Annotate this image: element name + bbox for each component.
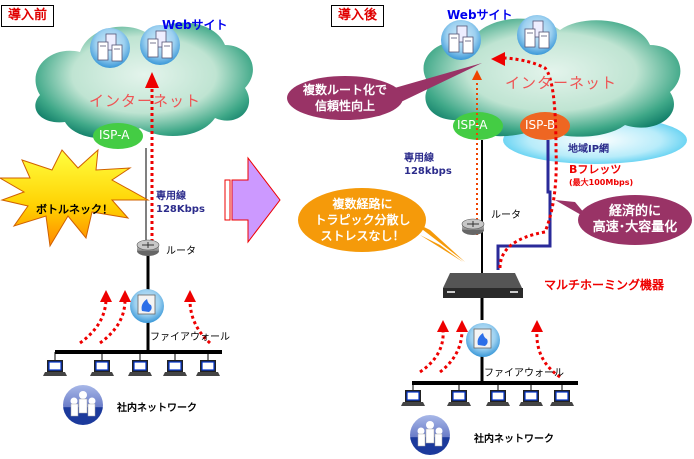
before-users-icon bbox=[62, 384, 104, 426]
before-pc-icon-2 bbox=[89, 359, 115, 377]
flets-speed-label: (最大100Mbps) bbox=[569, 178, 634, 187]
after-router-icon bbox=[461, 218, 485, 236]
after-isp-b-oval bbox=[520, 112, 570, 140]
after-line-label-2: 128kbps bbox=[404, 166, 452, 177]
after-pc-icon-2 bbox=[446, 389, 472, 407]
after-internet-label: インターネット bbox=[505, 74, 618, 92]
bubble-traffic-text: 複数経路に トラピック分散し ストレスなし！ bbox=[305, 196, 420, 244]
after-isp-a-oval bbox=[453, 112, 503, 140]
bubble-economy-line-1: 経済的に bbox=[608, 204, 661, 219]
before-router-label: ルータ bbox=[166, 246, 196, 257]
after-firewall-icon bbox=[465, 322, 501, 358]
bubble-reliability-line-1: 複数ルート化で bbox=[302, 83, 387, 97]
multihoming-device-icon bbox=[443, 273, 523, 298]
after-lan-traffic-arrows bbox=[419, 329, 561, 379]
bubble-traffic-line-1: 複数経路に bbox=[332, 197, 393, 211]
bubble-economy-text: 経済的に 高速･大容量化 bbox=[585, 204, 685, 236]
before-pc-icon-4 bbox=[162, 359, 188, 377]
before-router-icon bbox=[136, 239, 160, 257]
multihoming-label: マルチホーミング機器 bbox=[544, 278, 665, 292]
after-server-icon-2 bbox=[516, 14, 558, 56]
before-website-label: Webサイト bbox=[162, 18, 228, 32]
before-internet-label: インターネット bbox=[89, 92, 202, 110]
before-pc-icon-3 bbox=[127, 359, 153, 377]
after-pc-icon-4 bbox=[518, 389, 544, 407]
before-lan-traffic-arrows bbox=[79, 299, 212, 345]
after-pc-icon-5 bbox=[549, 389, 575, 407]
bubble-traffic-line-2: トラピック分散し bbox=[314, 213, 411, 227]
before-lan-arrowheads bbox=[100, 290, 196, 302]
before-internet-cloud bbox=[35, 22, 253, 139]
after-isp-b-label: ISP-B bbox=[525, 118, 556, 132]
bubble-reliability-line-2: 信頼性向上 bbox=[314, 99, 375, 113]
after-lan-arrowheads bbox=[437, 320, 543, 332]
before-lan-label: 社内ネットワーク bbox=[117, 403, 197, 414]
transition-arrow-icon bbox=[224, 156, 281, 244]
after-lan-label: 社内ネットワーク bbox=[474, 434, 554, 445]
before-line-label-2: 128Kbps bbox=[156, 204, 205, 215]
before-title: 導入前 bbox=[1, 5, 55, 27]
bottleneck-burst bbox=[0, 148, 150, 248]
bubble-traffic bbox=[298, 188, 465, 262]
after-dotted-isp-b bbox=[498, 56, 558, 269]
after-internet-cloud bbox=[423, 18, 681, 137]
after-pc-icon-3 bbox=[485, 389, 511, 407]
bubble-economy-line-2: 高速･大容量化 bbox=[592, 220, 678, 235]
after-server-icon-1 bbox=[440, 19, 482, 61]
after-isp-b-arrowhead-icon bbox=[491, 52, 505, 66]
after-firewall-label: ファイアウォール bbox=[484, 368, 564, 379]
regional-ip-label: 地域IP網 bbox=[568, 144, 610, 155]
before-line-label-1: 専用線 bbox=[156, 191, 186, 202]
before-server-icon-1 bbox=[89, 27, 131, 69]
after-line-label-1: 専用線 bbox=[404, 153, 434, 164]
after-isp-a-arrowhead-icon bbox=[472, 70, 482, 80]
after-isp-a-label: ISP-A bbox=[457, 118, 488, 132]
before-firewall-label: ファイアウォール bbox=[150, 332, 230, 343]
before-arrowhead-icon bbox=[145, 72, 159, 88]
before-isp-a-oval bbox=[93, 123, 143, 149]
before-firewall-icon bbox=[129, 288, 165, 324]
before-pc-icon-1 bbox=[42, 359, 68, 377]
bubble-economy bbox=[555, 195, 692, 245]
bottleneck-label: ボトルネック！ bbox=[36, 203, 113, 216]
after-title: 導入後 bbox=[331, 5, 385, 27]
after-users-icon bbox=[409, 414, 451, 456]
after-flets-line bbox=[496, 140, 552, 270]
bubble-traffic-line-3: ストレスなし！ bbox=[320, 229, 405, 243]
after-router-label: ルータ bbox=[491, 210, 521, 221]
bubble-reliability-text: 複数ルート化で 信頼性向上 bbox=[297, 82, 393, 114]
flets-label: Bフレッツ bbox=[569, 163, 622, 176]
before-isp-a-label: ISP-A bbox=[99, 128, 130, 142]
before-pc-icon-5 bbox=[195, 359, 221, 377]
after-website-label: Webサイト bbox=[447, 8, 513, 22]
bubble-reliability bbox=[287, 63, 482, 120]
after-pc-icon-1 bbox=[400, 389, 426, 407]
